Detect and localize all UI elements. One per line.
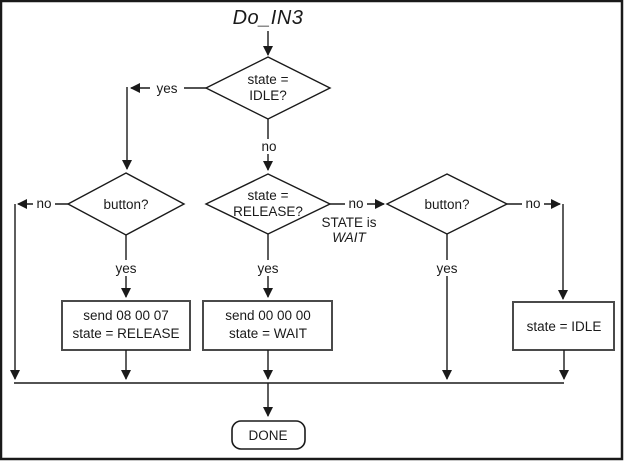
edge-idle-yes: yes bbox=[122, 80, 206, 170]
idle-decision-label-line1: state = bbox=[248, 72, 289, 87]
node-done: DONE bbox=[231, 420, 306, 450]
done-box bbox=[231, 420, 306, 450]
edge-button-right-yes-labelbg bbox=[431, 260, 462, 276]
edge-idle-yes-labelbg bbox=[150, 80, 184, 96]
node-send-wait: send 00 00 00 state = WAIT bbox=[202, 300, 333, 351]
send-wait-label-line2: state = WAIT bbox=[229, 326, 307, 341]
edge-button-left-yes-labelbg bbox=[110, 260, 141, 276]
node-send-release: send 08 00 07 state = RELEASE bbox=[61, 300, 191, 351]
send-release-label-line2: state = RELEASE bbox=[73, 326, 180, 341]
edge-release-no-note-line2: WAIT bbox=[332, 230, 367, 245]
edge-release-no-note-line1: STATE is bbox=[321, 215, 376, 230]
edge-release-no-label: no bbox=[348, 196, 363, 211]
edge-button-right-yes-label: yes bbox=[436, 261, 457, 276]
edge-release-no: no STATE is WAIT bbox=[321, 196, 385, 245]
release-decision-label-line1: state = bbox=[248, 188, 289, 203]
edge-release-yes-labelbg bbox=[252, 260, 283, 276]
edge-release-no-labelbg bbox=[345, 196, 367, 211]
edge-button-right-yes: yes bbox=[431, 234, 462, 380]
set-idle-box bbox=[512, 301, 615, 351]
idle-decision-label-line2: IDLE? bbox=[249, 88, 287, 103]
done-label: DONE bbox=[248, 428, 287, 443]
edge-release-yes: yes bbox=[252, 234, 283, 298]
button-left-decision-label: button? bbox=[103, 197, 148, 212]
edge-idle-no-label: no bbox=[261, 139, 276, 154]
edge-button-right-no-label: no bbox=[525, 196, 540, 211]
edge-idle-yes-label: yes bbox=[156, 81, 177, 96]
edge-button-left-yes-label: yes bbox=[115, 261, 136, 276]
page-title: Do_IN3 bbox=[233, 7, 304, 29]
send-release-label-line1: send 08 00 07 bbox=[83, 308, 169, 323]
edge-button-left-no: no bbox=[10, 196, 68, 380]
edge-button-right-no: no bbox=[507, 196, 568, 300]
edge-button-left-no-label: no bbox=[36, 196, 51, 211]
send-wait-label-line1: send 00 00 00 bbox=[225, 308, 311, 323]
edge-merge bbox=[14, 382, 564, 417]
edge-button-left-no-labelbg bbox=[33, 196, 55, 211]
button-right-decision-label: button? bbox=[424, 197, 469, 212]
edge-idle-no: no bbox=[258, 119, 280, 171]
release-decision-label-line2: RELEASE? bbox=[233, 204, 303, 219]
edge-idle-no-labelbg bbox=[258, 139, 280, 154]
node-button-left: button? bbox=[66, 172, 186, 236]
set-idle-label: state = IDLE bbox=[527, 319, 602, 334]
node-idle-check: state = IDLE? bbox=[204, 56, 332, 120]
node-release-check: state = RELEASE? bbox=[204, 173, 332, 235]
node-set-idle: state = IDLE bbox=[512, 301, 615, 351]
edge-button-right-no-labelbg bbox=[522, 196, 544, 211]
node-button-right: button? bbox=[385, 173, 509, 235]
edge-release-yes-label: yes bbox=[257, 261, 278, 276]
edge-button-left-yes: yes bbox=[110, 235, 141, 298]
